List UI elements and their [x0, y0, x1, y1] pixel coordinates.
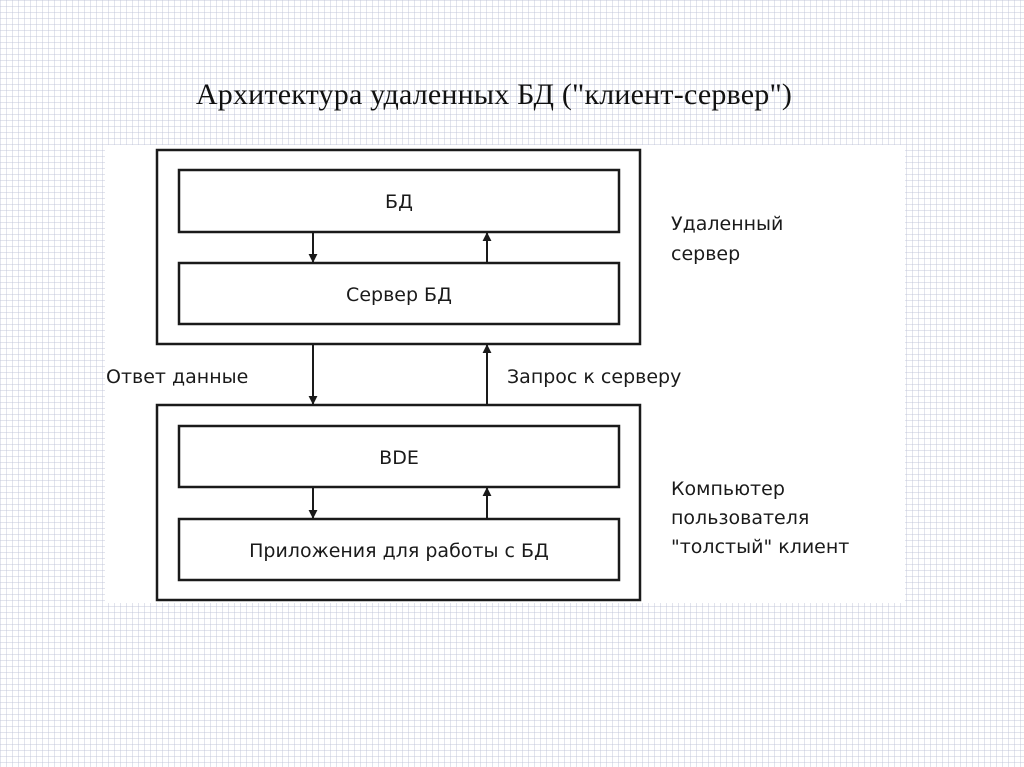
app-box — [177, 517, 621, 582]
bde-box — [177, 424, 621, 489]
server-group-label-line2: сервер — [671, 243, 740, 265]
bde-box-label: BDE — [379, 447, 419, 469]
db-box — [177, 168, 621, 234]
client-group-label-line3: "толстый" клиент — [671, 536, 849, 558]
slide-title: Архитектура удаленных БД ("клиент-сервер… — [0, 78, 1024, 112]
server-group-label-line1: Удаленный — [671, 213, 783, 235]
db-server-box — [177, 261, 621, 326]
slide-title-text: Архитектура удаленных БД ("клиент-сервер… — [195, 78, 793, 111]
client-group-label-line1: Компьютер — [671, 478, 785, 500]
app-box-label: Приложения для работы с БД — [249, 540, 549, 562]
response-label: Ответ данные — [106, 366, 248, 388]
db-box-label: БД — [385, 191, 413, 213]
db-server-box-label: Сервер БД — [346, 284, 452, 306]
client-group-label-line2: пользователя — [671, 507, 809, 529]
request-label: Запрос к серверу — [507, 366, 681, 388]
